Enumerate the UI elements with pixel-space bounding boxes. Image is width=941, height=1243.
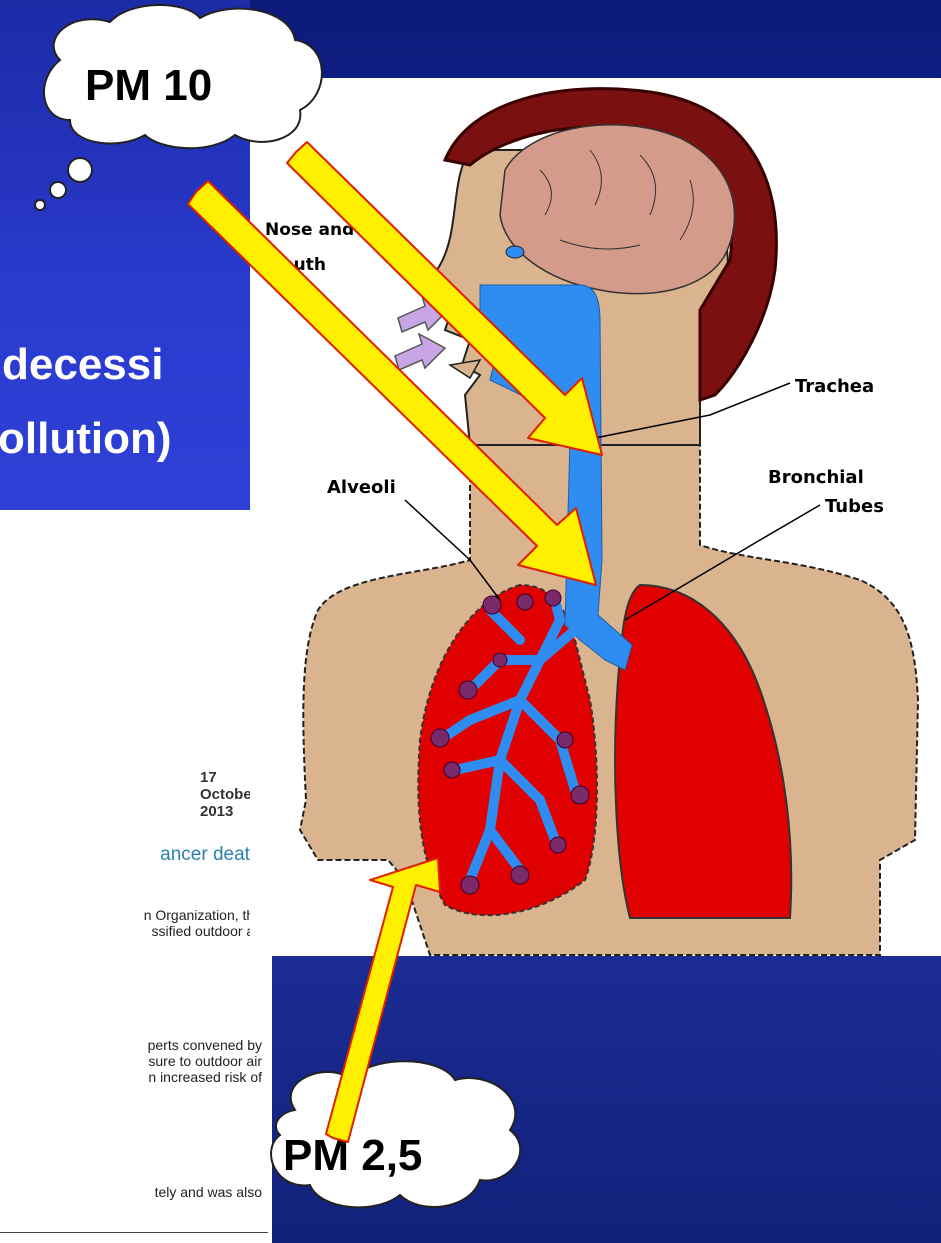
label-trachea: Trachea bbox=[795, 376, 874, 397]
pm10-label: PM 10 bbox=[85, 61, 212, 110]
label-alveoli: Alveoli bbox=[327, 477, 396, 498]
pm25-label: PM 2,5 bbox=[283, 1131, 422, 1180]
eye bbox=[506, 246, 524, 258]
label-bronchial-line2: Tubes bbox=[825, 496, 884, 517]
label-bronchial-line1: Bronchial bbox=[768, 467, 864, 488]
label-nose-mouth-line1: Nose and bbox=[265, 220, 354, 240]
pm25-cloud: PM 2,5 bbox=[271, 1061, 520, 1207]
